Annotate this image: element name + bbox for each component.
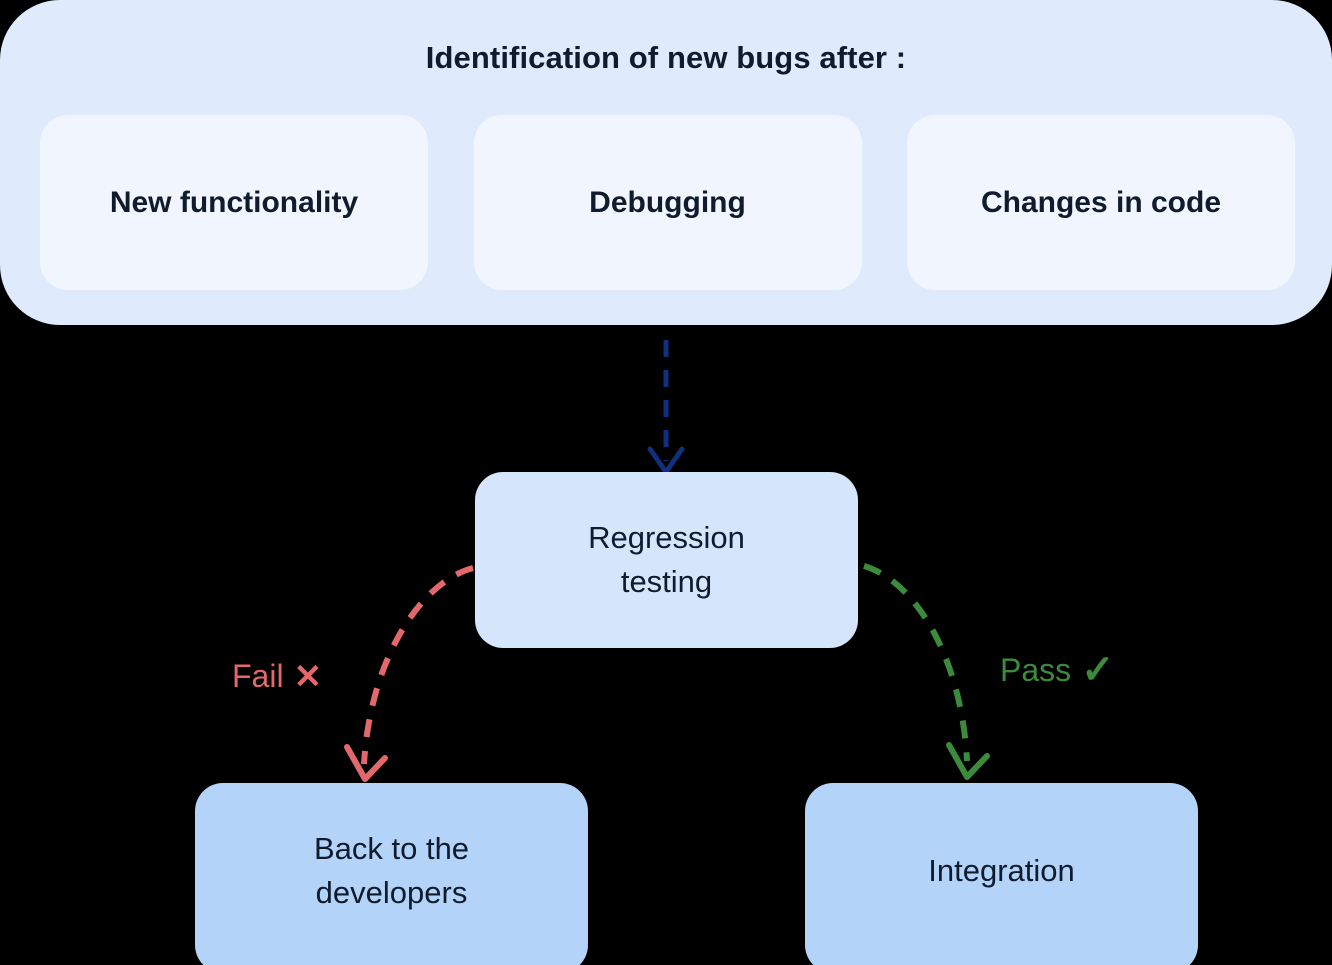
- edge-label-fail-text: Fail: [232, 658, 284, 694]
- source-card-list: New functionality Debugging Changes in c…: [40, 115, 1295, 290]
- process-label-line2: testing: [620, 564, 713, 599]
- outcome-box-integration[interactable]: Integration: [805, 783, 1198, 965]
- edge-label-fail: Fail ✕: [232, 658, 322, 695]
- source-card-debugging[interactable]: Debugging: [473, 115, 862, 290]
- check-icon: ✓: [1081, 648, 1115, 692]
- outcome-label-line2: developers: [315, 875, 468, 910]
- outcome-label-line1: Integration: [928, 852, 1075, 888]
- cross-icon: ✕: [293, 657, 323, 696]
- edge-label-pass: Pass ✓: [1000, 650, 1115, 690]
- arrow-regression-to-integration-pass: [863, 563, 990, 780]
- outcome-label-line1: Back to the: [313, 830, 470, 866]
- group-title: Identification of new bugs after :: [425, 40, 907, 75]
- bug-sources-group: Identification of new bugs after : New f…: [0, 0, 1332, 325]
- process-box-regression-testing[interactable]: Regression testing: [475, 472, 858, 648]
- process-label-line1: Regression: [588, 519, 745, 555]
- source-card-label: New functionality: [109, 185, 359, 219]
- source-card-changes-in-code[interactable]: Changes in code: [907, 115, 1295, 290]
- outcome-box-back-to-developers[interactable]: Back to the developers: [195, 783, 588, 965]
- source-card-label: Changes in code: [980, 185, 1222, 219]
- arrow-sources-to-regression: [647, 340, 685, 475]
- edge-label-pass-text: Pass: [1000, 651, 1072, 688]
- arrow-regression-to-developers-fail: [344, 565, 474, 782]
- source-card-label: Debugging: [589, 185, 746, 219]
- source-card-new-functionality[interactable]: New functionality: [40, 115, 428, 290]
